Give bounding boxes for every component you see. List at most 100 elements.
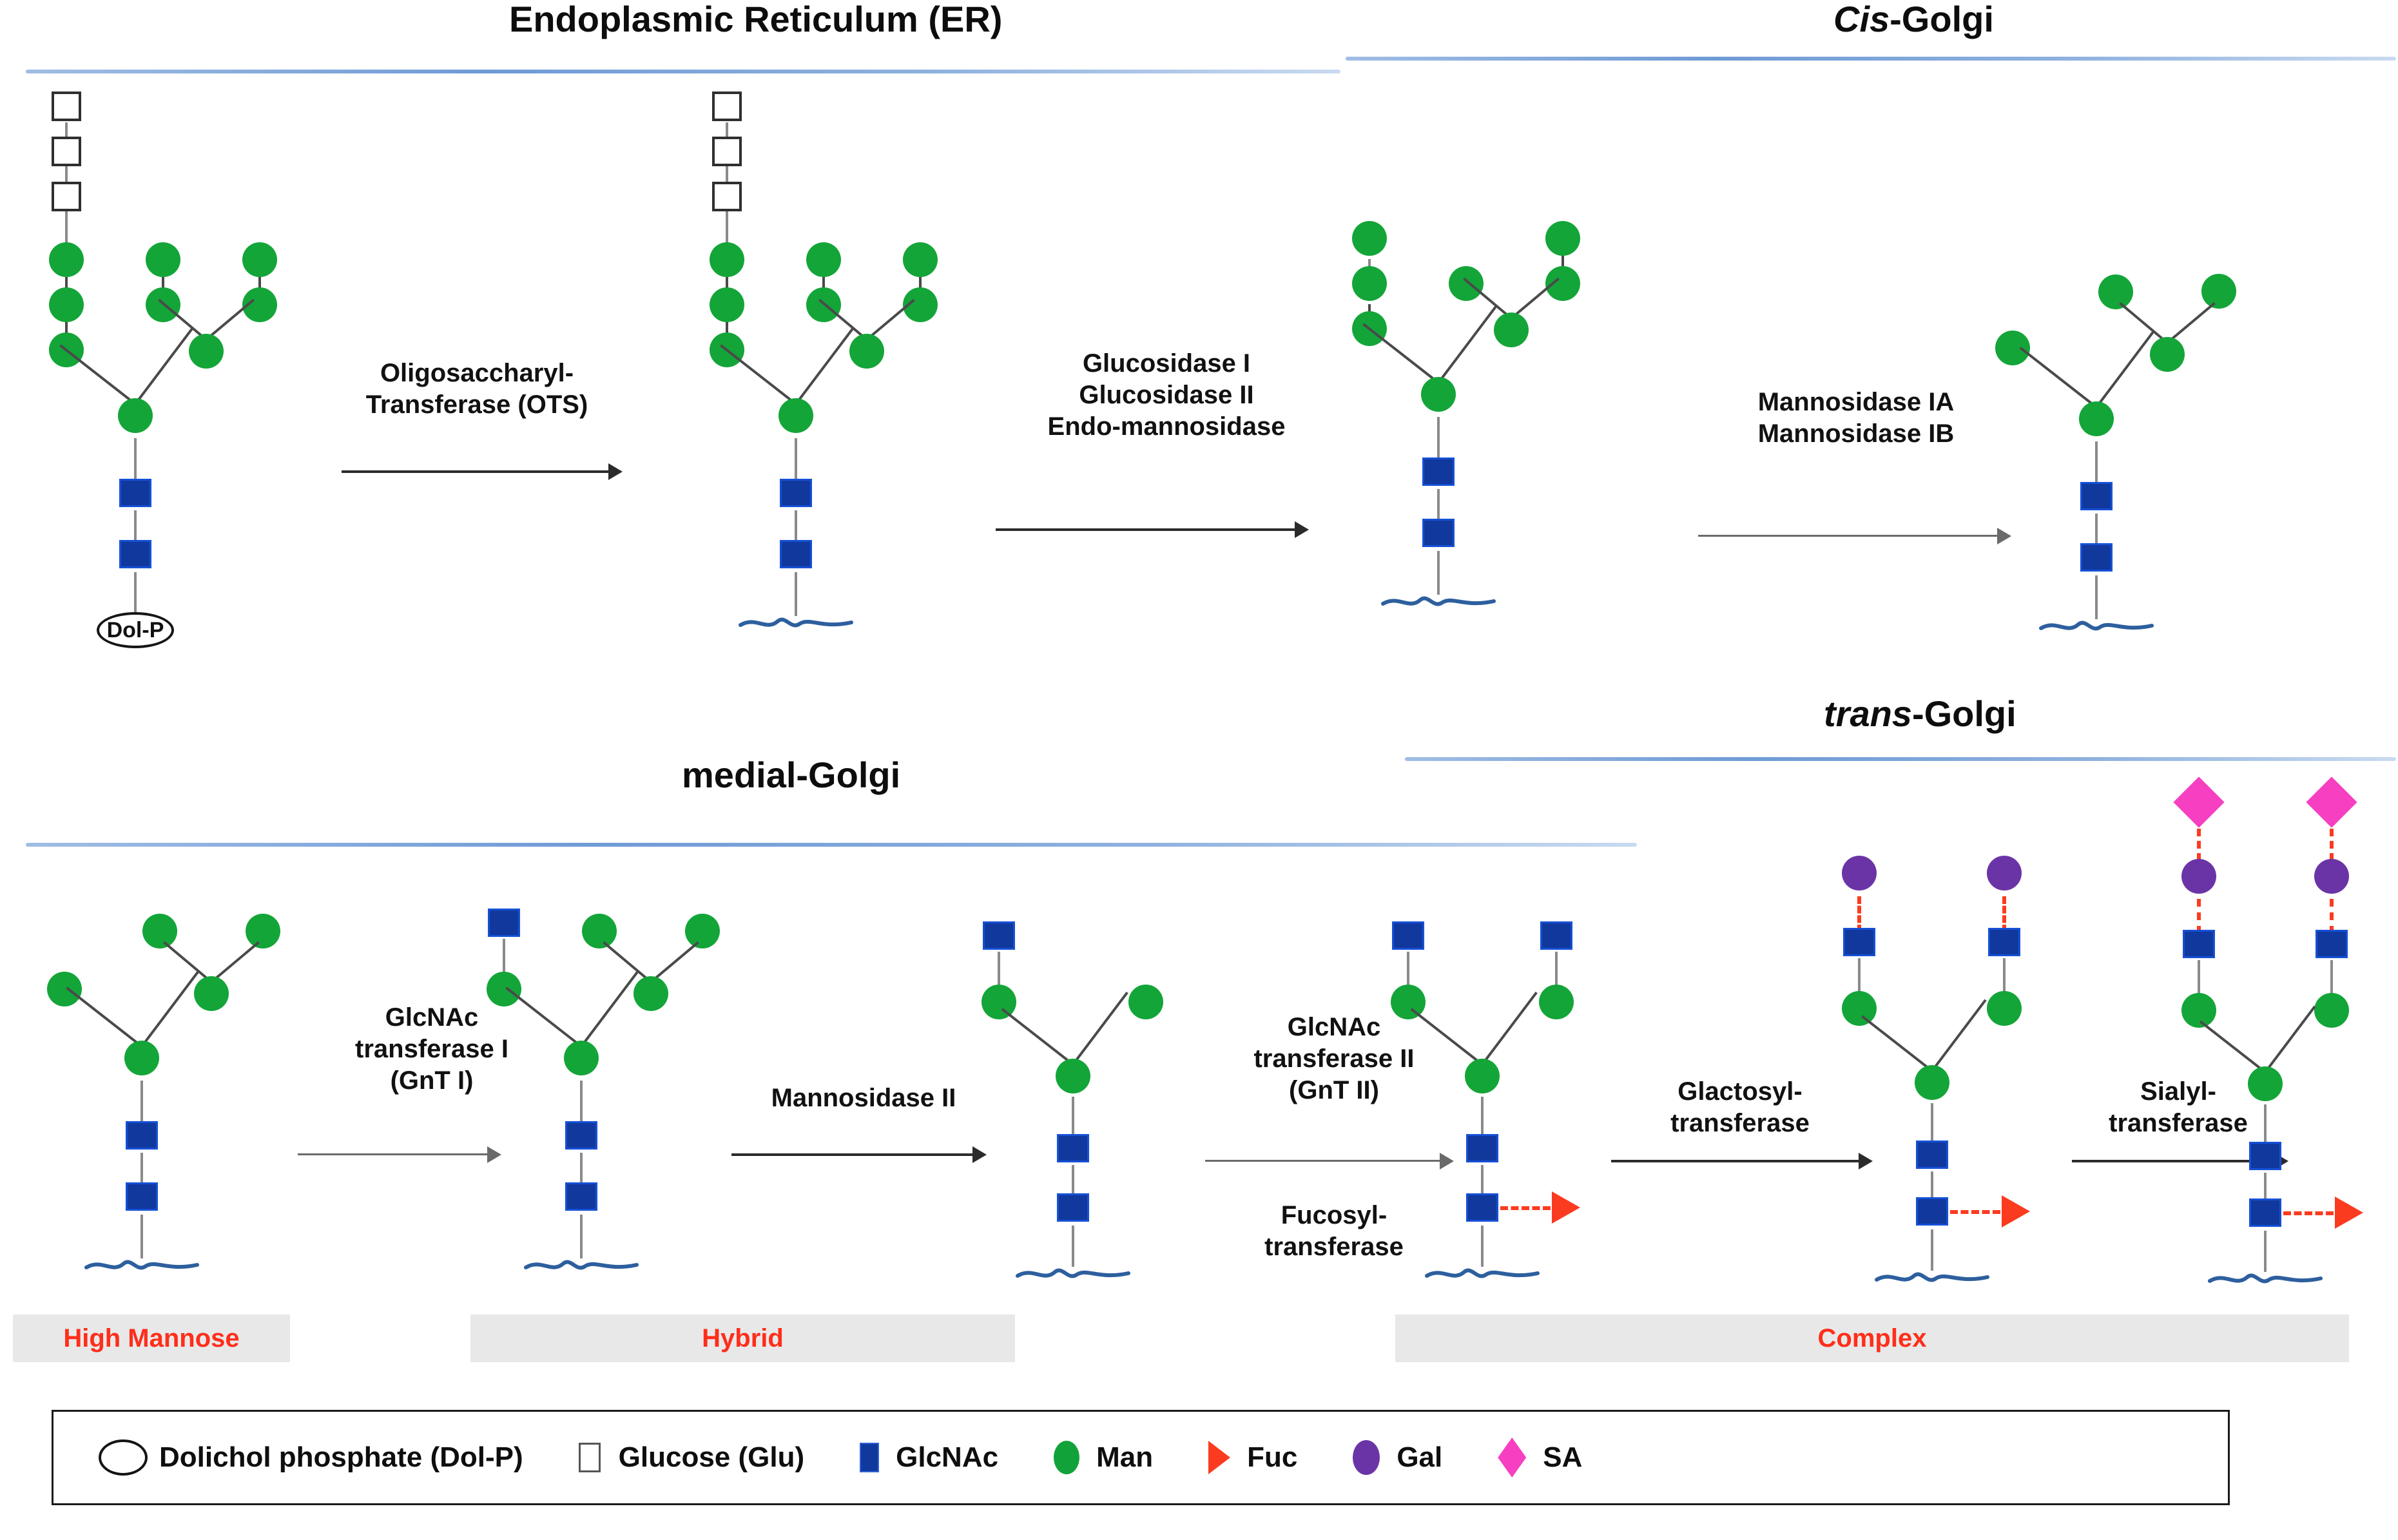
legend: Dolichol phosphate (Dol-P) Glucose (Glu)… [52,1410,2230,1505]
residue-glcnac [1057,1134,1089,1162]
asn-squiggle-icon [1425,1268,1540,1278]
legend-label-man: Man [1096,1441,1154,1473]
reaction-arrow-gnt1 [298,1153,491,1155]
residue-man [903,242,938,277]
reaction-arrow-ots [342,470,612,473]
residue-man [142,914,177,948]
residue-man [118,398,153,433]
residue-man [2079,401,2114,436]
residue-man [1995,331,2030,365]
legend-item-sa: SA [1498,1438,1582,1477]
residue-man [710,242,744,277]
residue-man [710,287,744,322]
residue-glcnac [1392,921,1424,950]
asn-squiggle-icon [1875,1272,1989,1282]
residue-glcnac [2249,1142,2281,1170]
legend-item-fuc: Fuc [1208,1441,1297,1474]
residue-glcnac [2080,543,2113,572]
residue-man [1842,991,1877,1026]
enzyme-label-ots: Oligosaccharyl- Transferase (OTS) [365,359,588,419]
compartment-rule-cis [1346,57,2396,61]
residue-man [1539,985,1574,1019]
residue-man [2098,274,2133,309]
residue-fuc [2335,1197,2363,1229]
asn-squiggle-icon [1381,596,1496,606]
residue-man [2314,993,2349,1028]
legend-label-glcnac: GlcNAc [896,1441,999,1473]
residue-glcnac [2316,930,2348,958]
legend-label-glu: Glucose (Glu) [618,1441,805,1473]
residue-man [564,1041,599,1075]
sa-bond [2197,829,2201,861]
compartment-title-cis-rest: -Golgi [1890,0,1994,39]
residue-glcnac [119,479,151,507]
compartment-title-trans-rest: -Golgi [1911,693,2016,734]
residue-glcnac [119,540,151,568]
glycan-class-band-high-mannose: High Mannose [13,1314,290,1362]
legend-label-dolp: Dolichol phosphate (Dol-P) [159,1441,523,1473]
residue-man [685,914,720,948]
sa-icon [1498,1438,1527,1477]
residue-glcnac [488,909,520,937]
residue-glcnac [126,1121,158,1150]
residue-glucose [52,182,81,211]
enzyme-label-gnt2: GlcNAc transferase II (GnT II) [1253,1013,1415,1104]
residue-man [242,242,277,277]
compartment-title-cis: Cis-Golgi [1833,1,1994,37]
legend-item-dolp: Dolichol phosphate (Dol-P) [99,1439,523,1476]
residue-man [2248,1066,2283,1101]
residue-sa [2306,776,2357,828]
residue-glcnac [1466,1193,1498,1222]
legend-item-glcnac: GlcNAc [860,1441,998,1474]
enzyme-label-mannosidase-ii: Mannosidase II [771,1084,956,1112]
gal-bond [1857,896,1861,932]
residue-gal [1842,856,1877,890]
reaction-arrow-mannosidase-i [1698,535,2001,537]
residue-glucose [52,137,81,166]
residue-glcnac [780,540,812,568]
residue-man [1915,1065,1949,1100]
residue-glcnac [565,1121,597,1150]
legend-label-gal: Gal [1397,1441,1443,1473]
residue-glucose [712,91,742,121]
residue-glcnac [1540,921,1572,950]
gal-bond [2002,896,2006,932]
residue-man [49,242,84,277]
residue-man [2181,993,2216,1028]
residue-man [1056,1059,1090,1093]
compartment-title-er: Endoplasmic Reticulum (ER) [509,0,1003,39]
fuc-bond [2283,1211,2334,1215]
asn-squiggle-icon [1016,1268,1130,1278]
residue-man [2201,274,2236,309]
residue-man [1352,266,1387,301]
asn-squiggle-icon [524,1260,639,1270]
residue-man [49,287,84,322]
enzyme-label-sialyl: Sialyl- transferase [2109,1077,2248,1137]
residue-sa [2173,776,2225,828]
residue-man [124,1041,159,1075]
residue-fuc [2002,1195,2030,1227]
residue-man [1128,985,1163,1019]
enzyme-label-glucosidase: Glucosidase I Glucosidase II Endo-mannos… [1047,349,1286,441]
residue-gal [2314,859,2349,894]
gal-bond [2330,899,2334,934]
residue-man [633,976,668,1011]
residue-man [487,972,521,1006]
legend-item-gal: Gal [1353,1440,1442,1475]
residue-man [778,398,813,433]
residue-glcnac [565,1182,597,1211]
asn-squiggle-icon [739,617,853,628]
residue-glcnac [1422,457,1455,486]
dolichol-phosphate-anchor: Dol-P [97,612,174,648]
asn-squiggle-icon [2208,1273,2323,1284]
residue-glcnac [1057,1193,1089,1222]
reaction-arrow-glucosidase [996,528,1299,531]
residue-glcnac [1422,519,1455,547]
fuc-bond [1950,1210,2000,1214]
residue-glcnac [1843,928,1875,956]
residue-glcnac [1916,1197,1948,1226]
residue-glcnac [2080,482,2113,510]
compartment-title-trans-italic: trans [1824,693,1912,734]
residue-glcnac [2249,1198,2281,1227]
residue-man [1421,377,1456,412]
